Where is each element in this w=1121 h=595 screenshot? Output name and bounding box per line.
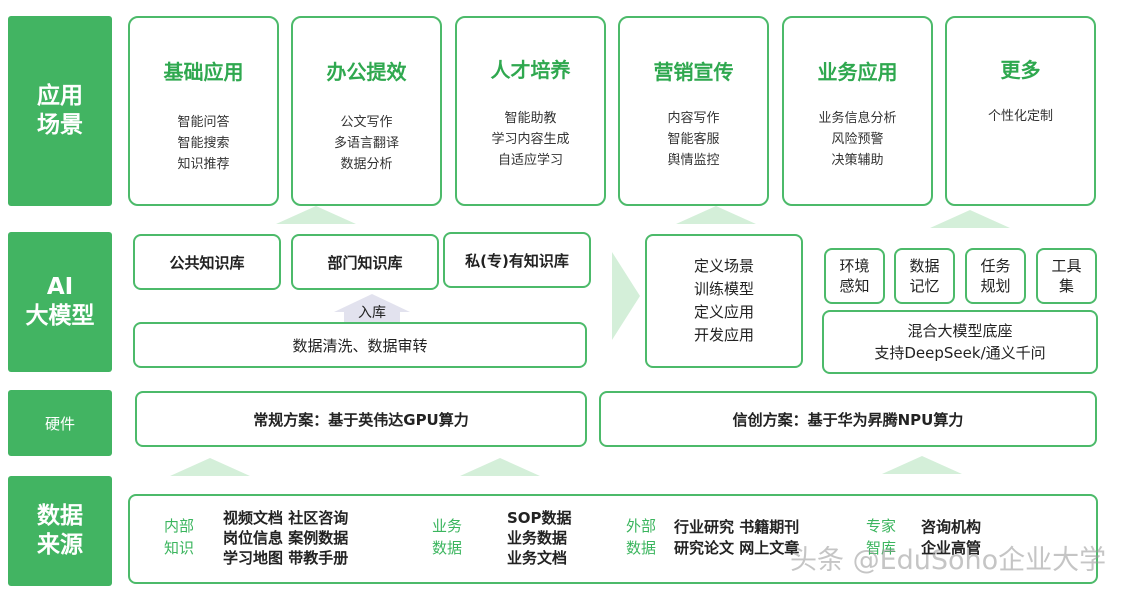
watermark-text: 头条 @EduSoho企业大学: [790, 545, 1107, 576]
source-key-internal: 内部知识: [164, 517, 195, 557]
kb-private: 私(专)有知识库: [443, 232, 591, 288]
source-key-external: 外部数据: [626, 517, 657, 557]
kb-public: 公共知识库: [133, 234, 281, 290]
define-item: 定义应用: [693, 303, 754, 321]
scenario-item: 智能助教: [504, 111, 557, 126]
up-arrow-icon: [170, 458, 250, 476]
data-sources-box: [128, 494, 1098, 584]
scenario-card-more: 更多 个性化定制: [945, 16, 1096, 206]
capability-perception: 环境感知: [824, 248, 885, 304]
scenario-item: 数据分析: [340, 157, 393, 172]
scenario-item: 业务信息分析: [818, 111, 897, 126]
up-arrow-icon: [882, 456, 962, 474]
ingest-arrow-body: [344, 311, 400, 323]
source-values-experts: 咨询机构 企业高管: [921, 518, 982, 557]
data-cleaning-box: 数据清洗、数据审转: [133, 322, 587, 368]
kb-department: 部门知识库: [291, 234, 439, 290]
source-key-experts: 专家智库: [866, 517, 897, 557]
up-arrow-icon: [276, 206, 356, 224]
scenario-title: 业务应用: [817, 60, 898, 84]
scenario-item: 个性化定制: [987, 109, 1053, 124]
scenario-item: 学习内容生成: [491, 132, 570, 147]
scenario-item: 智能问答: [177, 115, 230, 130]
scenario-item: 内容写作: [667, 111, 720, 126]
scenario-item: 知识推荐: [177, 157, 230, 172]
capability-planning: 任务规划: [965, 248, 1026, 304]
scenario-item: 智能客服: [667, 132, 720, 147]
define-item: 开发应用: [693, 326, 754, 344]
scenario-title: 营销宣传: [653, 60, 734, 84]
scenario-title: 人才培养: [490, 58, 571, 82]
scenario-card-basic: 基础应用 智能问答 智能搜索 知识推荐: [128, 16, 279, 206]
model-define-box: 定义场景 训练模型 定义应用 开发应用: [645, 234, 803, 368]
scenario-card-business: 业务应用 业务信息分析 风险预警 决策辅助: [782, 16, 933, 206]
scenario-card-marketing: 营销宣传 内容写作 智能客服 舆情监控: [618, 16, 769, 206]
scenario-item: 公文写作: [340, 115, 393, 130]
source-key-business: 业务数据: [432, 517, 463, 557]
scenario-card-talent: 人才培养 智能助教 学习内容生成 自适应学习: [455, 16, 606, 206]
scenario-title: 办公提效: [326, 60, 407, 84]
define-item: 定义场景: [693, 257, 754, 275]
define-item: 训练模型: [693, 280, 754, 298]
scenario-item: 决策辅助: [831, 153, 884, 168]
up-arrow-icon: [460, 458, 540, 476]
scenario-title: 更多: [1000, 58, 1041, 82]
label-ai-model: AI 大模型: [8, 232, 112, 372]
scenario-item: 风险预警: [831, 132, 884, 147]
hardware-xinchuang: 信创方案：基于华为昇腾NPU算力: [599, 391, 1097, 447]
capability-tools: 工具集: [1036, 248, 1097, 304]
source-values-external: 行业研究 书籍期刊 研究论文 网上文章: [674, 518, 800, 557]
scenario-card-office: 办公提效 公文写作 多语言翻译 数据分析: [291, 16, 442, 206]
capability-memory: 数据记忆: [894, 248, 955, 304]
scenario-item: 自适应学习: [497, 153, 563, 168]
up-arrow-icon: [676, 206, 756, 224]
label-data-sources: 数据 来源: [8, 476, 112, 586]
hybrid-model-base: 混合大模型底座 支持DeepSeek/通义千问: [822, 310, 1098, 374]
scenario-title: 基础应用: [163, 60, 244, 84]
scenario-item: 舆情监控: [667, 153, 720, 168]
source-values-internal: 视频文档 社区咨询 岗位信息 案例数据 学习地图 带教手册: [223, 509, 349, 567]
up-arrow-icon: [930, 210, 1010, 228]
ingest-label: 入库: [358, 305, 386, 321]
source-values-business: SOP数据 业务数据 业务文档: [507, 509, 572, 567]
right-arrow-icon: [612, 252, 640, 340]
label-app-scenarios: 应用 场景: [8, 16, 112, 206]
scenario-item: 智能搜索: [177, 136, 230, 151]
hardware-regular: 常规方案：基于英伟达GPU算力: [135, 391, 587, 447]
label-hardware: 硬件: [8, 390, 112, 456]
ingest-arrow-icon: [334, 294, 410, 312]
scenario-item: 多语言翻译: [333, 136, 399, 151]
